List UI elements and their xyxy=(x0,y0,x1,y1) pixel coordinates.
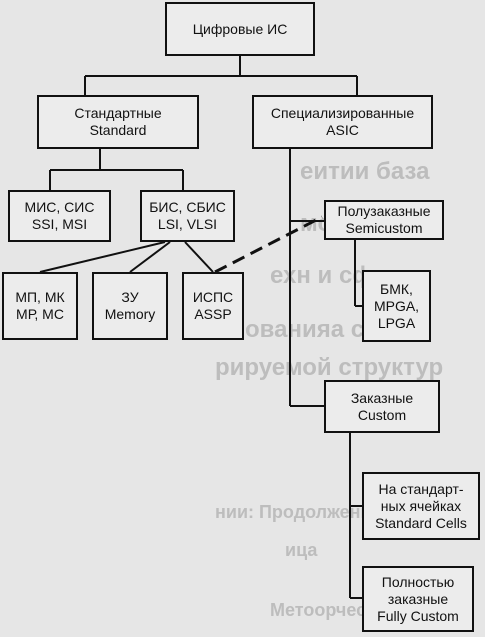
node-label-en: SSI, MSI xyxy=(31,216,88,232)
node-ssi-msi: МИС, СИС SSI, MSI xyxy=(8,190,111,242)
node-assp: ИСПС ASSP xyxy=(182,272,244,340)
node-label-en: ASSP xyxy=(194,306,232,322)
node-label-en: ASIC xyxy=(326,122,359,138)
node-label-line-3: Standard Cells xyxy=(375,514,467,531)
node-label-en: Semicustom xyxy=(345,220,423,236)
node-label-ru: Полузаказные xyxy=(337,203,431,219)
node-semicustom: Полузаказные Semicustom xyxy=(324,200,444,240)
node-label-ru: Стандартные xyxy=(74,105,162,121)
node-standard-cells: На стандарт- ных ячейках Standard Cells xyxy=(362,472,480,540)
node-label-line-1: МП, МК xyxy=(15,289,65,305)
node-label-ru: ИСПС xyxy=(192,289,234,305)
node-label-en: LSI, VLSI xyxy=(157,216,218,232)
node-label-line-3: Fully Custom xyxy=(377,607,459,624)
node-label-en: Custom xyxy=(357,406,407,423)
node-label-line-1: Полностью xyxy=(381,573,455,590)
node-label-line-2: заказные xyxy=(387,590,449,607)
node-digital-ics: Цифровые ИС xyxy=(165,2,315,56)
node-label-ru: Специализированные xyxy=(270,105,415,121)
node-label-ru: МИС, СИС xyxy=(24,199,95,215)
node-label-en: Standard xyxy=(89,122,147,138)
node-bmk: БМК, MPGA, LPGA xyxy=(362,270,431,342)
node-label-ru: БИС, СБИС xyxy=(149,199,226,215)
node-label-line-3: LPGA xyxy=(377,314,416,331)
node-standard: Стандартные Standard xyxy=(37,95,199,149)
node-label-ru: ЗУ xyxy=(121,289,139,305)
node-label-line-2: MPGA, xyxy=(373,297,420,314)
node-label-line-1: БМК, xyxy=(380,280,413,297)
node-label-line-2: МР, МС xyxy=(16,306,64,322)
node-mp-mc: МП, МК МР, МС xyxy=(2,272,78,340)
node-label-ru: Заказные xyxy=(350,389,414,406)
node-label-line-1: На стандарт- xyxy=(378,480,464,497)
node-asic: Специализированные ASIC xyxy=(252,95,433,149)
node-lsi-vlsi: БИС, СБИС LSI, VLSI xyxy=(140,190,235,242)
node-label-line-2: ных ячейках xyxy=(380,497,462,514)
node-label: Цифровые ИС xyxy=(192,20,288,37)
node-label-en: Memory xyxy=(104,306,156,322)
node-fully-custom: Полностью заказные Fully Custom xyxy=(362,566,474,632)
node-custom: Заказные Custom xyxy=(324,380,440,433)
node-memory: ЗУ Memory xyxy=(92,272,168,340)
